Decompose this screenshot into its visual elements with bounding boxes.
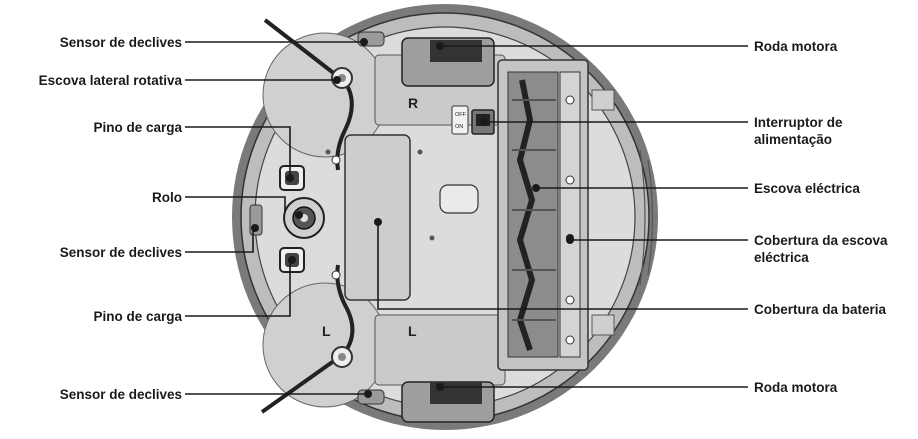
- label-cobertura-escova-line2: eléctrica: [754, 250, 809, 265]
- label-sensor-de-declives-bottom: Sensor de declives: [59, 387, 182, 402]
- right-edge-block-2: [591, 314, 615, 336]
- hole-1: [429, 235, 435, 241]
- leader-lines-left: [185, 41, 368, 395]
- leader-dot-right-3: [532, 184, 540, 192]
- left-wheel-mark-2: L: [322, 323, 331, 339]
- screw-1: [331, 155, 341, 165]
- right-edge-arc-1: [639, 149, 646, 286]
- leader-dot-left-4: [295, 211, 303, 219]
- label-interruptor-line1: Interruptor de: [754, 115, 843, 130]
- label-interruptor-line2: alimentação: [754, 132, 833, 147]
- hole-2: [417, 149, 423, 155]
- leader-pin-bottom: [185, 262, 291, 317]
- leader-dot-left-1: [360, 38, 368, 46]
- label-escova-electrica-line1: Escova eléctrica: [754, 181, 860, 196]
- label-roda-motora-top-line1: Roda motora: [754, 39, 838, 54]
- label-roda-motora-top: Roda motora: [754, 38, 837, 55]
- rail-screw-1: [565, 95, 575, 105]
- leader-battery-cover: [377, 222, 748, 310]
- leader-dot-right-4: [566, 236, 574, 244]
- right-edge-block-1: [591, 89, 615, 111]
- right-edge-arc-2: [647, 159, 654, 276]
- label-pino-de-carga-bottom: Pino de carga: [93, 309, 182, 324]
- brush-area-bottom: [262, 282, 388, 408]
- label-escova-electrica: Escova eléctrica: [754, 180, 860, 197]
- label-cobertura-da-escova-electrica: Cobertura da escova eléctrica: [754, 232, 888, 266]
- leader-dot-left-3: [286, 174, 294, 182]
- electric-brush: [507, 71, 559, 358]
- label-sensor-de-declives-mid: Sensor de declives: [59, 245, 182, 260]
- wheel-module-bottom: [374, 314, 506, 386]
- leader-dot-left-2: [333, 76, 341, 84]
- leader-roller: [185, 196, 286, 212]
- label-roda-motora-bottom: Roda motora: [754, 379, 837, 396]
- label-cobertura-bateria-line1: Cobertura da bateria: [754, 302, 887, 317]
- label-rolo: Rolo: [152, 190, 182, 205]
- rail-screw-3: [565, 295, 575, 305]
- rail-screw-2: [565, 175, 575, 185]
- side-brush-hub-bottom-center: [338, 353, 346, 361]
- switch-on-mark: ON: [455, 124, 463, 130]
- leader-lines-right: [377, 45, 748, 388]
- label-interruptor-de-alimentacao: Interruptor de alimentação: [754, 114, 843, 148]
- label-cobertura-da-bateria: Cobertura da bateria: [754, 301, 886, 318]
- leader-dot-left-6: [288, 256, 296, 264]
- label-escova-lateral-rotativa: Escova lateral rotativa: [38, 73, 182, 88]
- side-brush-bristle-bottom: [260, 356, 340, 414]
- label-sensor-de-declives-top: Sensor de declives: [59, 35, 182, 50]
- switch-label-plate: [451, 105, 469, 135]
- leader-dot-left-5: [251, 224, 259, 232]
- right-wheel-mark: R: [408, 95, 418, 111]
- left-wheel-mark-1: L: [408, 323, 417, 339]
- leader-dots-right: [374, 42, 574, 391]
- leader-sensor-mid: [185, 230, 254, 253]
- rail-screw-4: [565, 335, 575, 345]
- leader-dots-left: [251, 38, 372, 398]
- label-pino-de-carga-top: Pino de carga: [93, 120, 182, 135]
- leader-dot-right-6: [436, 383, 444, 391]
- hole-3: [325, 149, 331, 155]
- leader-pin-top: [185, 126, 291, 174]
- center-vent: [439, 184, 479, 214]
- switch-off-mark: OFF: [455, 112, 467, 118]
- label-roda-motora-bottom-line1: Roda motora: [754, 380, 838, 395]
- screw-2: [331, 270, 341, 280]
- label-cobertura-escova-line1: Cobertura da escova: [754, 233, 888, 248]
- leader-dot-right-5: [374, 218, 382, 226]
- leader-dot-right-2: [480, 118, 488, 126]
- side-brush-bristle-top: [263, 18, 342, 80]
- brush-cover-rail: [559, 71, 581, 358]
- leader-dot-right-1: [436, 42, 444, 50]
- leader-dot-left-7: [364, 390, 372, 398]
- brush-bristles: [516, 79, 536, 351]
